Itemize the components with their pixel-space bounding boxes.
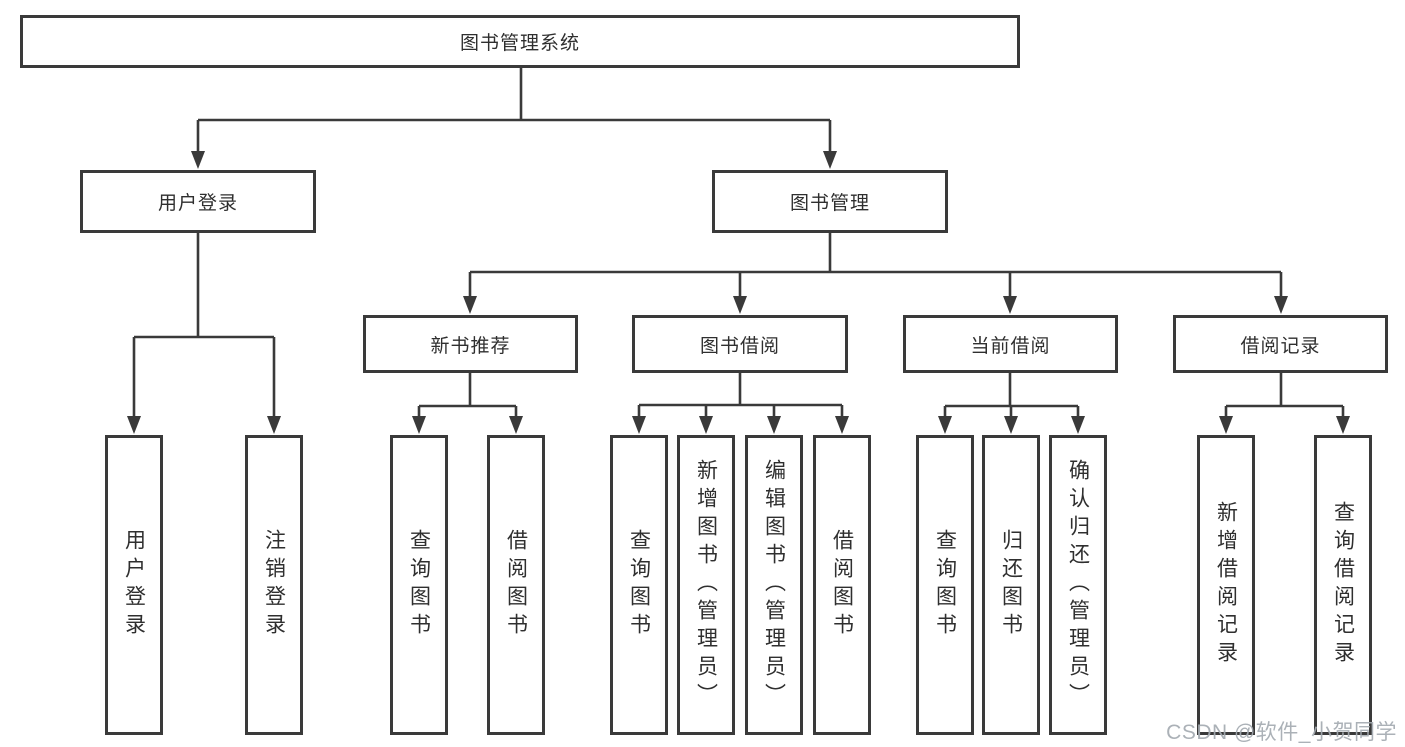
node-book-management-label: 图书管理 [789,193,870,214]
leaf-borrow-books-recommend-label: 借阅图书 [504,529,528,641]
node-root-label: 图书管理系统 [459,33,580,54]
leaf-query-books-recommend: 查询图书 [390,435,448,735]
leaf-borrow-books-borrowing: 借阅图书 [813,435,871,735]
leaf-query-books-borrowing-label: 查询图书 [627,529,651,641]
leaf-edit-books-admin-label: 编辑图书（管理员） [762,459,786,711]
node-borrowing-records-label: 借阅记录 [1240,335,1321,357]
leaf-logout-label: 注销登录 [262,529,286,641]
node-new-book-recommend-label: 新书推荐 [430,335,511,357]
leaf-borrow-books-borrowing-label: 借阅图书 [830,529,854,641]
leaf-query-books-current-label: 查询图书 [933,529,957,641]
leaf-query-books-current: 查询图书 [916,435,974,735]
node-book-borrowing: 图书借阅 [632,315,848,373]
node-user-login-label: 用户登录 [157,193,238,214]
leaf-user-login-label: 用户登录 [122,529,146,641]
leaf-add-borrowing-record-label: 新增借阅记录 [1214,501,1238,669]
leaf-query-borrowing-record-label: 查询借阅记录 [1331,501,1355,669]
node-root: 图书管理系统 [20,15,1020,68]
leaf-borrow-books-recommend: 借阅图书 [487,435,545,735]
node-current-borrowing: 当前借阅 [903,315,1118,373]
leaf-logout: 注销登录 [245,435,303,735]
node-book-borrowing-label: 图书借阅 [699,335,780,357]
leaf-return-books: 归还图书 [982,435,1040,735]
leaf-add-borrowing-record: 新增借阅记录 [1197,435,1255,735]
node-borrowing-records: 借阅记录 [1173,315,1388,373]
leaf-query-books-borrowing: 查询图书 [610,435,668,735]
leaf-add-books-admin: 新增图书（管理员） [677,435,735,735]
node-current-borrowing-label: 当前借阅 [970,335,1051,357]
leaf-query-borrowing-record: 查询借阅记录 [1314,435,1372,735]
leaf-add-books-admin-label: 新增图书（管理员） [694,459,718,711]
node-book-management: 图书管理 [712,170,948,233]
node-user-login: 用户登录 [80,170,316,233]
node-new-book-recommend: 新书推荐 [363,315,578,373]
leaf-confirm-return-admin: 确认归还（管理员） [1049,435,1107,735]
leaf-confirm-return-admin-label: 确认归还（管理员） [1066,459,1090,711]
leaf-return-books-label: 归还图书 [999,529,1023,641]
leaf-user-login: 用户登录 [105,435,163,735]
leaf-query-books-recommend-label: 查询图书 [407,529,431,641]
leaf-edit-books-admin: 编辑图书（管理员） [745,435,803,735]
watermark: CSDN @软件_小贺同学 [1166,721,1397,744]
